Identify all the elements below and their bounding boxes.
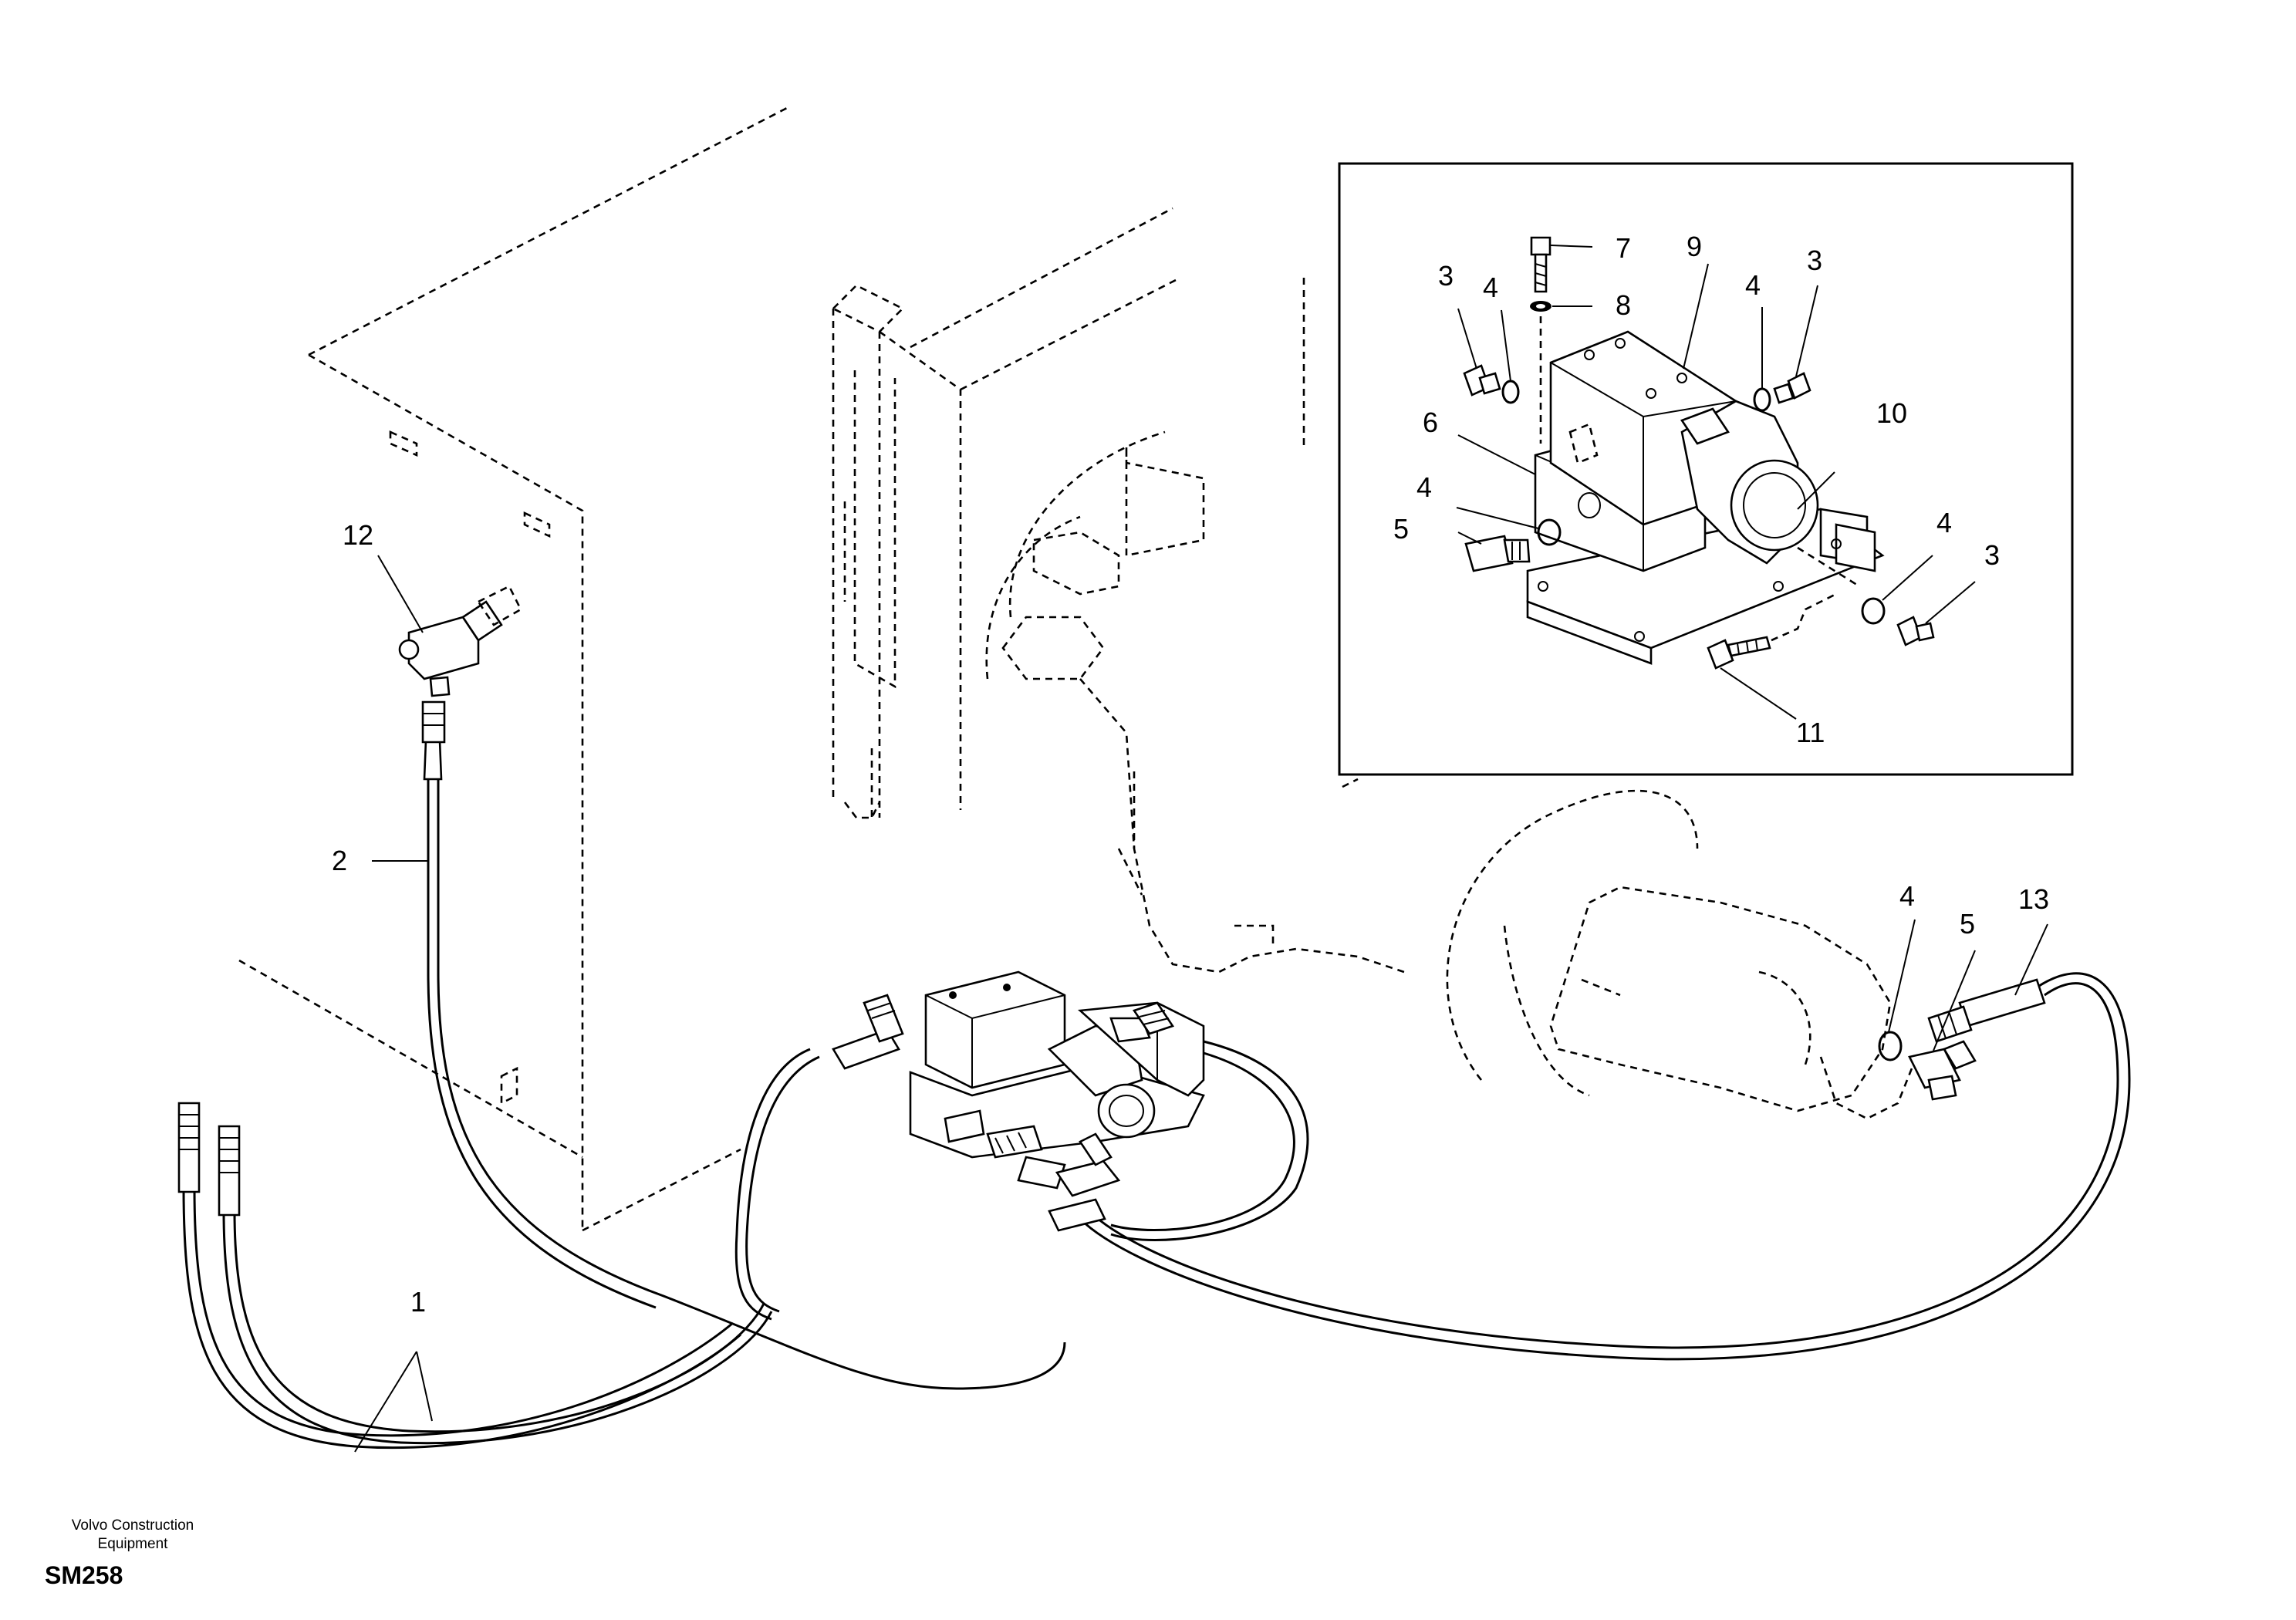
callout-4: 4 <box>1483 272 1498 303</box>
callout-8: 8 <box>1616 289 1631 321</box>
callout-labels: 1 2 12 3 4 7 8 9 4 3 10 6 4 5 4 3 11 4 5… <box>332 231 2049 1318</box>
callout-4: 4 <box>1936 507 1952 538</box>
hose-13 <box>1079 972 2131 1361</box>
starter-fittings <box>1878 919 2048 1101</box>
callout-5: 5 <box>1393 513 1409 545</box>
leader-lines <box>354 555 433 1453</box>
callout-3: 3 <box>1438 260 1454 292</box>
callout-5: 5 <box>1960 908 1975 940</box>
callout-2: 2 <box>332 845 347 876</box>
solenoid-valve-installed <box>832 970 1205 1232</box>
detail-inset <box>1338 162 2074 776</box>
hose-2 <box>421 700 1066 1390</box>
callout-7: 7 <box>1616 232 1631 264</box>
callout-6: 6 <box>1423 407 1438 438</box>
tee-fitting-12 <box>398 585 522 697</box>
publisher-name-line2: Equipment <box>97 1536 168 1552</box>
callout-1: 1 <box>410 1286 426 1318</box>
publisher-block: Volvo Construction Equipment SM258 <box>40 1517 225 1590</box>
callout-3: 3 <box>1984 539 2000 571</box>
diagram-code: SM258 <box>45 1561 123 1589</box>
publisher-name-line1: Volvo Construction <box>71 1517 194 1534</box>
callout-12: 12 <box>343 519 373 551</box>
callout-3: 3 <box>1807 245 1822 276</box>
callout-4: 4 <box>1745 269 1761 301</box>
callout-4: 4 <box>1899 880 1915 912</box>
callout-11: 11 <box>1796 717 1825 748</box>
machine-outline <box>238 106 1915 1232</box>
callout-9: 9 <box>1687 231 1702 262</box>
hose-1-pair <box>177 1048 820 1450</box>
callout-13: 13 <box>2018 883 2049 915</box>
callout-4: 4 <box>1416 471 1432 503</box>
callout-10: 10 <box>1876 397 1907 429</box>
